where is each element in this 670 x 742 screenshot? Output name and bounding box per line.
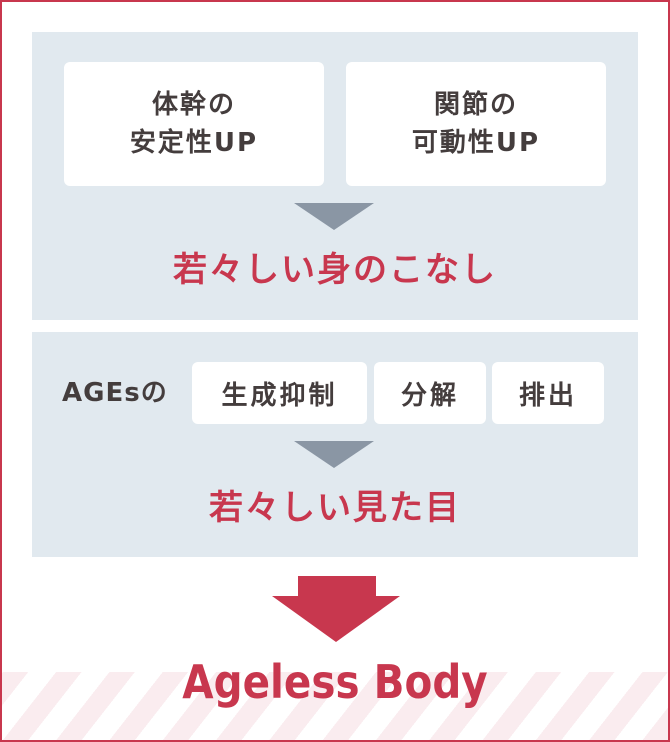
triangle-down-icon bbox=[294, 441, 374, 468]
card-core-stability: 体幹の 安定性UP bbox=[64, 62, 324, 186]
pill-generation-suppression: 生成抑制 bbox=[192, 362, 367, 424]
ages-row: AGEsの 生成抑制 分解 排出 bbox=[32, 362, 638, 424]
result-youthful-appearance: 若々しい見た目 bbox=[209, 488, 461, 528]
pill-decomposition: 分解 bbox=[374, 362, 486, 424]
card-joint-mobility: 関節の 可動性UP bbox=[346, 62, 606, 186]
panel-movement: 体幹の 安定性UP 関節の 可動性UP 若々しい身のこなし bbox=[32, 32, 638, 320]
panel-appearance: AGEsの 生成抑制 分解 排出 若々しい見た目 bbox=[32, 332, 638, 557]
final-title: Ageless Body bbox=[182, 655, 488, 709]
result-youthful-movement: 若々しい身のこなし bbox=[173, 250, 497, 290]
arrow-down-icon bbox=[272, 576, 400, 642]
ages-label: AGEsの bbox=[62, 378, 168, 408]
card-line2: 可動性UP bbox=[411, 128, 541, 158]
card-line1: 体幹の bbox=[151, 90, 236, 120]
striped-background bbox=[2, 672, 668, 740]
triangle-down-icon bbox=[294, 203, 374, 230]
pill-excretion: 排出 bbox=[492, 362, 604, 424]
card-line2: 安定性UP bbox=[129, 128, 259, 158]
card-line1: 関節の bbox=[433, 90, 518, 120]
